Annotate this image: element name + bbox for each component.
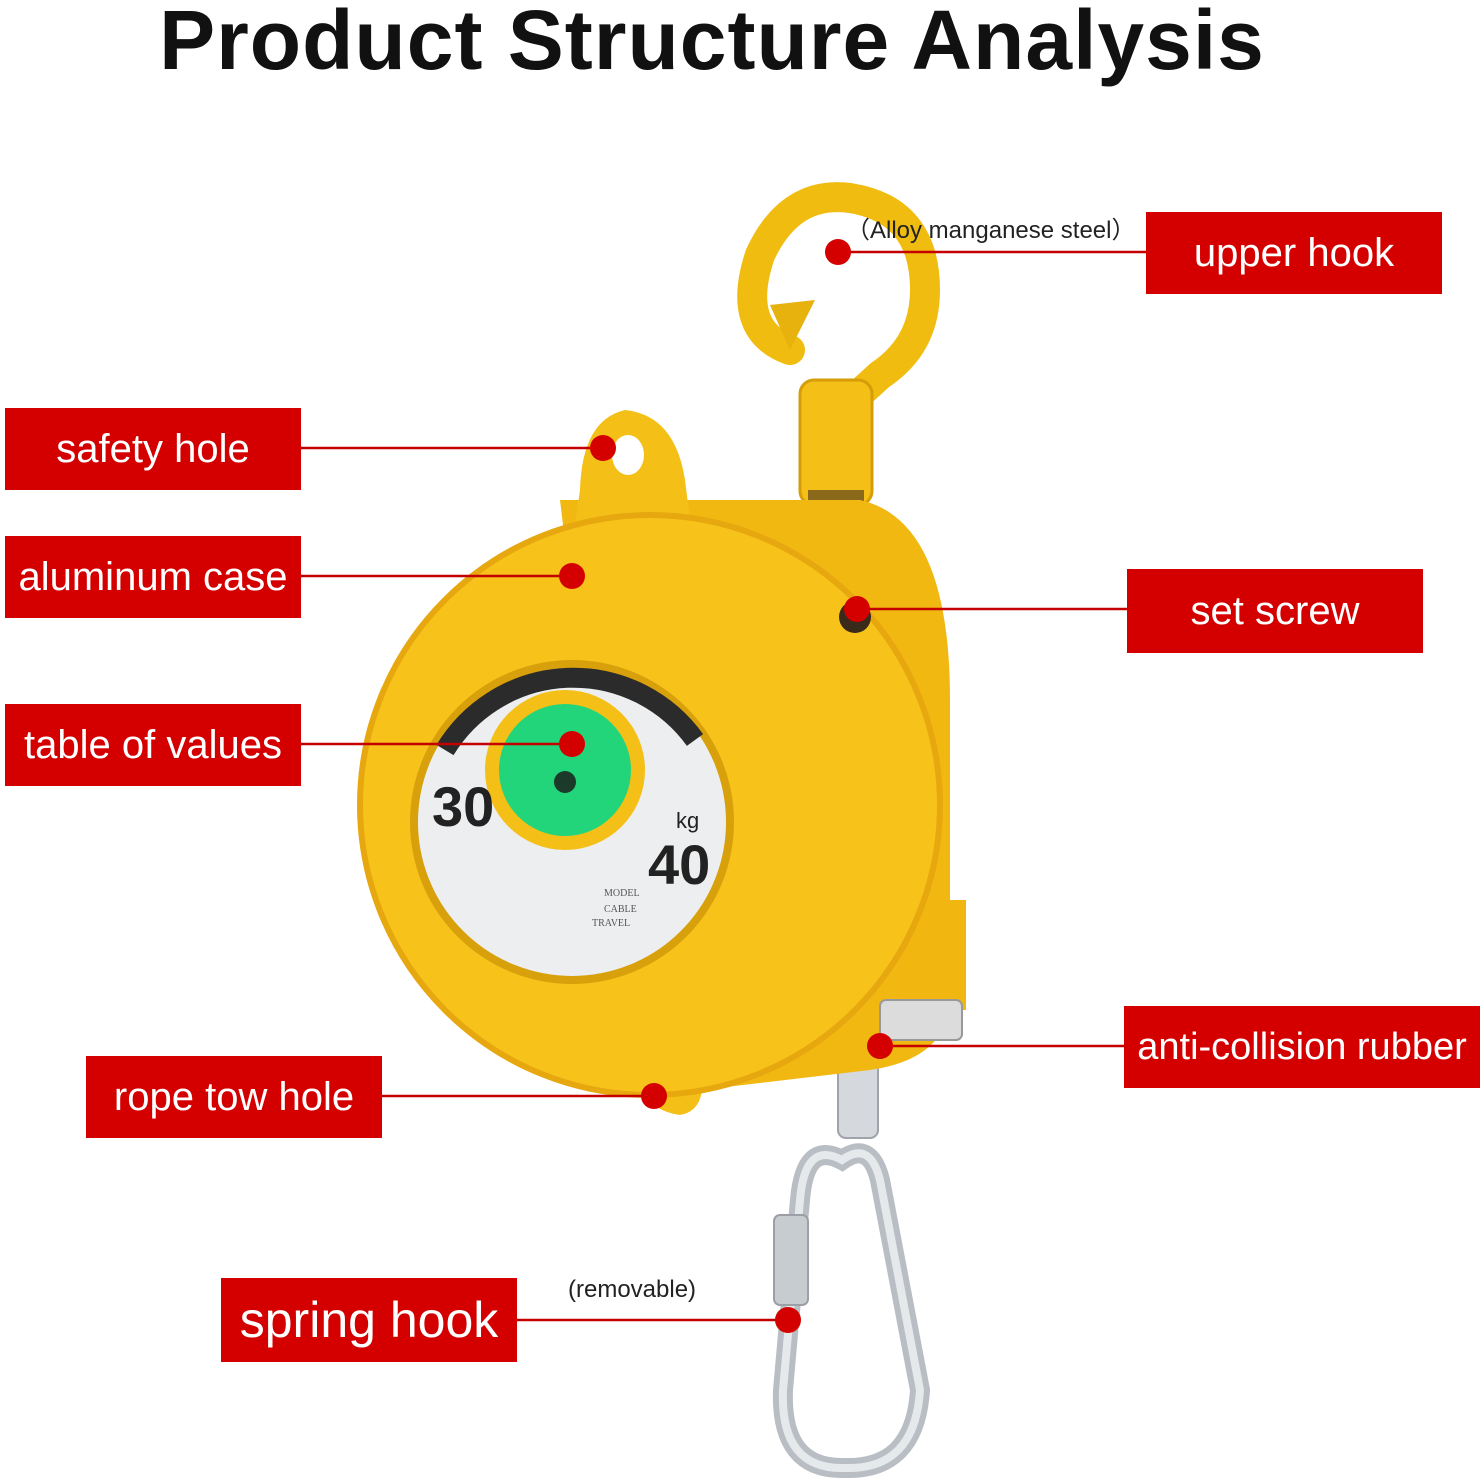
label-upper-hook: upper hook: [1146, 212, 1442, 294]
plate-line-cable: CABLE: [604, 904, 637, 915]
safety-hole-illustration: [612, 435, 644, 475]
anti-collision-rubber-dot: [867, 1033, 893, 1059]
aluminum-case-illustration: [357, 512, 943, 1098]
note-upper-hook: （Alloy manganese steel）: [846, 217, 1136, 244]
dial-left-value: 30: [432, 775, 494, 838]
label-safety-hole: safety hole: [5, 408, 301, 490]
note-spring-hook: (removable): [568, 1276, 697, 1303]
label-spring-hook: spring hook: [221, 1278, 517, 1362]
plate-line-model: MODEL: [604, 888, 640, 899]
rope-tow-hole-dot: [641, 1083, 667, 1109]
upper-hook-dot: [825, 239, 851, 265]
page-title: Product Structure Analysis: [159, 0, 1265, 87]
aluminum-case-dot: [559, 563, 585, 589]
leader-lines: [298, 250, 1148, 1322]
label-rope-tow-hole: rope tow hole: [86, 1056, 382, 1138]
table-of-values-dot: [559, 731, 585, 757]
label-set-screw: set screw: [1127, 569, 1423, 653]
spring-hook-dot: [775, 1307, 801, 1333]
set-screw-dot: [844, 596, 870, 622]
callout-dots: [559, 239, 893, 1333]
label-aluminum-case: aluminum case: [5, 536, 301, 618]
plate-line-travel: TRAVEL: [592, 918, 630, 929]
spring-hook-illustration: [772, 1057, 931, 1479]
safety-hole-dot: [590, 435, 616, 461]
dial-unit: kg: [676, 808, 699, 833]
label-table-of-values: table of values: [5, 704, 301, 786]
label-anti-collision-rubber: anti-collision rubber: [1124, 1006, 1480, 1088]
dial-right-value: 40: [648, 833, 710, 896]
